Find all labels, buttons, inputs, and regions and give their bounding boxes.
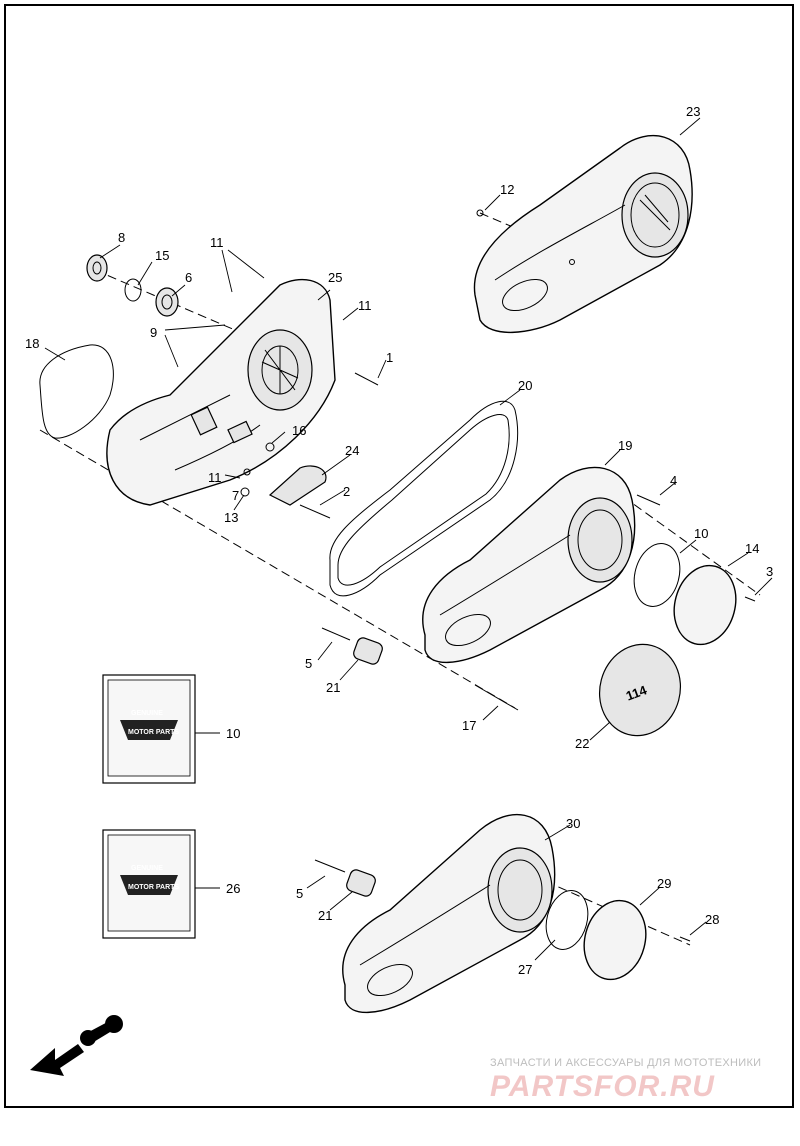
callout-11-top: 11 xyxy=(210,235,224,250)
callout-16: 16 xyxy=(292,423,306,438)
callout-10-ring: 10 xyxy=(694,526,708,541)
watermark: ЗАПЧАСТИ И АКСЕССУАРЫ ДЛЯ МОТОТЕХНИКИ PA… xyxy=(490,1057,761,1103)
callout-5-lower: 5 xyxy=(296,886,303,901)
watermark-logo: PARTSFOR.RU xyxy=(490,1070,715,1103)
plug-13 xyxy=(240,487,250,497)
callout-2: 2 xyxy=(343,484,350,499)
bearing-6 xyxy=(155,287,179,317)
box-top-text: GENUINE xyxy=(131,865,163,872)
callout-11-right: 11 xyxy=(358,298,372,313)
bolt-5-lower xyxy=(314,859,346,873)
front-direction-arrow-icon xyxy=(30,1015,123,1076)
inner-primary-housing-25 xyxy=(106,278,336,506)
callout-11-bottom: 11 xyxy=(208,470,222,485)
callout-12: 12 xyxy=(500,182,514,197)
dowel-7 xyxy=(243,468,251,476)
gasket-20-inner xyxy=(337,414,510,586)
primary-cover-30 xyxy=(342,814,556,1014)
bolt-4 xyxy=(636,494,661,506)
o-ring-27 xyxy=(545,890,589,950)
callout-19: 19 xyxy=(618,438,632,453)
callout-23: 23 xyxy=(686,104,700,119)
washer-16 xyxy=(265,442,275,452)
primary-cover-23 xyxy=(473,134,693,334)
spacer-21-lower xyxy=(346,869,376,897)
retaining-ring-15 xyxy=(124,278,142,302)
box-top-text: GENUINE xyxy=(131,710,163,717)
badge-cover-22: 114 xyxy=(598,643,682,737)
callout-18: 18 xyxy=(25,336,39,351)
callout-27: 27 xyxy=(518,962,532,977)
callout-labels: 8 15 6 11 9 25 11 1 18 23 12 20 19 16 24… xyxy=(25,104,773,977)
leader-lines xyxy=(44,117,773,961)
primary-cover-19 xyxy=(422,466,636,664)
screw-28 xyxy=(679,936,691,942)
o-ring-10 xyxy=(633,543,681,607)
callout-30: 30 xyxy=(566,816,580,831)
derby-cover-29 xyxy=(583,899,647,981)
callout-14: 14 xyxy=(745,541,759,556)
box-bottom-text: MOTOR PARTS xyxy=(128,729,179,736)
dowel-12 xyxy=(476,209,484,217)
box-bottom-text: MOTOR PARTS xyxy=(128,884,179,891)
genuine-parts-box-26: GENUINE MOTOR PARTS xyxy=(102,829,220,939)
seal-8 xyxy=(86,254,108,282)
derby-cover-14 xyxy=(673,564,737,646)
stud-17 xyxy=(474,684,519,711)
callout-20: 20 xyxy=(518,378,532,393)
callout-7: 7 xyxy=(232,488,239,503)
gasket-18 xyxy=(39,344,114,439)
callout-1: 1 xyxy=(386,350,393,365)
gasket-20 xyxy=(329,400,519,597)
callout-6: 6 xyxy=(185,270,192,285)
callout-8: 8 xyxy=(118,230,125,245)
callout-22: 22 xyxy=(575,736,589,751)
callout-10-box: 10 xyxy=(226,726,240,741)
callout-17: 17 xyxy=(462,718,476,733)
bolt-2 xyxy=(299,504,331,519)
callout-21-upper: 21 xyxy=(326,680,340,695)
bolt-5-upper xyxy=(321,627,351,641)
callout-13: 13 xyxy=(224,510,238,525)
chain-adjuster-24 xyxy=(268,465,327,506)
callout-28: 28 xyxy=(705,912,719,927)
callout-5-upper: 5 xyxy=(305,656,312,671)
callout-24: 24 xyxy=(345,443,359,458)
watermark-tagline: ЗАПЧАСТИ И АКСЕССУАРЫ ДЛЯ МОТОТЕХНИКИ xyxy=(490,1057,761,1069)
genuine-parts-box-10: GENUINE MOTOR PARTS xyxy=(102,674,220,784)
badge-text: 114 xyxy=(624,682,650,704)
screw-3 xyxy=(744,596,756,602)
callout-26: 26 xyxy=(226,881,240,896)
callout-15: 15 xyxy=(155,248,169,263)
callout-29: 29 xyxy=(657,876,671,891)
callout-3: 3 xyxy=(766,564,773,579)
callout-25: 25 xyxy=(328,270,342,285)
callout-9: 9 xyxy=(150,325,157,340)
callout-4: 4 xyxy=(670,473,677,488)
bolt-1 xyxy=(354,372,379,386)
spacer-21-upper xyxy=(353,637,383,665)
callout-21-lower: 21 xyxy=(318,908,332,923)
